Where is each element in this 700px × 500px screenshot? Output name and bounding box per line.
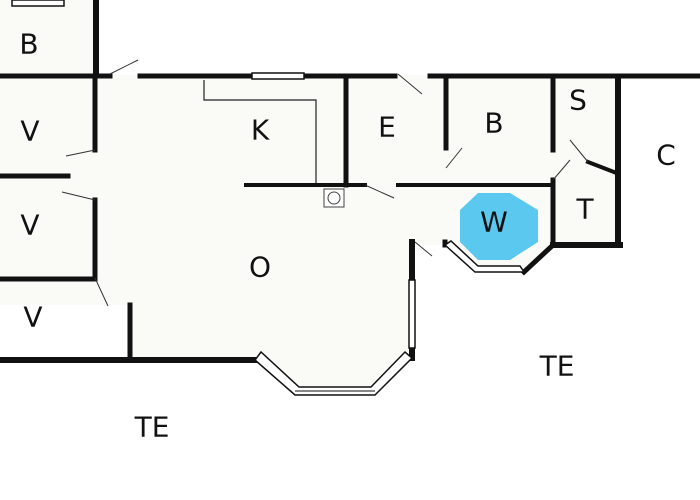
windows — [11, 0, 526, 396]
label-carport: C — [656, 139, 676, 172]
label-terrace-right: TE — [539, 350, 575, 383]
house-floor — [0, 0, 700, 395]
whirlpool-octagon — [460, 193, 538, 260]
room-labels: B V V V K E B S T C W O TE TE — [19, 28, 675, 444]
label-room-v3: V — [23, 301, 42, 334]
label-entrance: E — [378, 111, 396, 144]
doors — [61, 59, 589, 307]
label-shower: S — [569, 84, 587, 117]
kitchen-counter — [203, 80, 317, 183]
label-bedroom-top-left: B — [19, 28, 38, 61]
label-bedroom-middle: B — [484, 107, 503, 140]
label-toilet: T — [575, 193, 594, 226]
label-living: O — [249, 251, 271, 284]
label-room-v1: V — [20, 115, 39, 148]
label-whirlpool: W — [480, 206, 508, 239]
label-room-v2: V — [20, 209, 39, 242]
label-kitchen: K — [251, 114, 270, 147]
stove-icon — [323, 188, 345, 208]
label-terrace-bottom: TE — [134, 411, 170, 444]
walls — [0, 0, 700, 363]
